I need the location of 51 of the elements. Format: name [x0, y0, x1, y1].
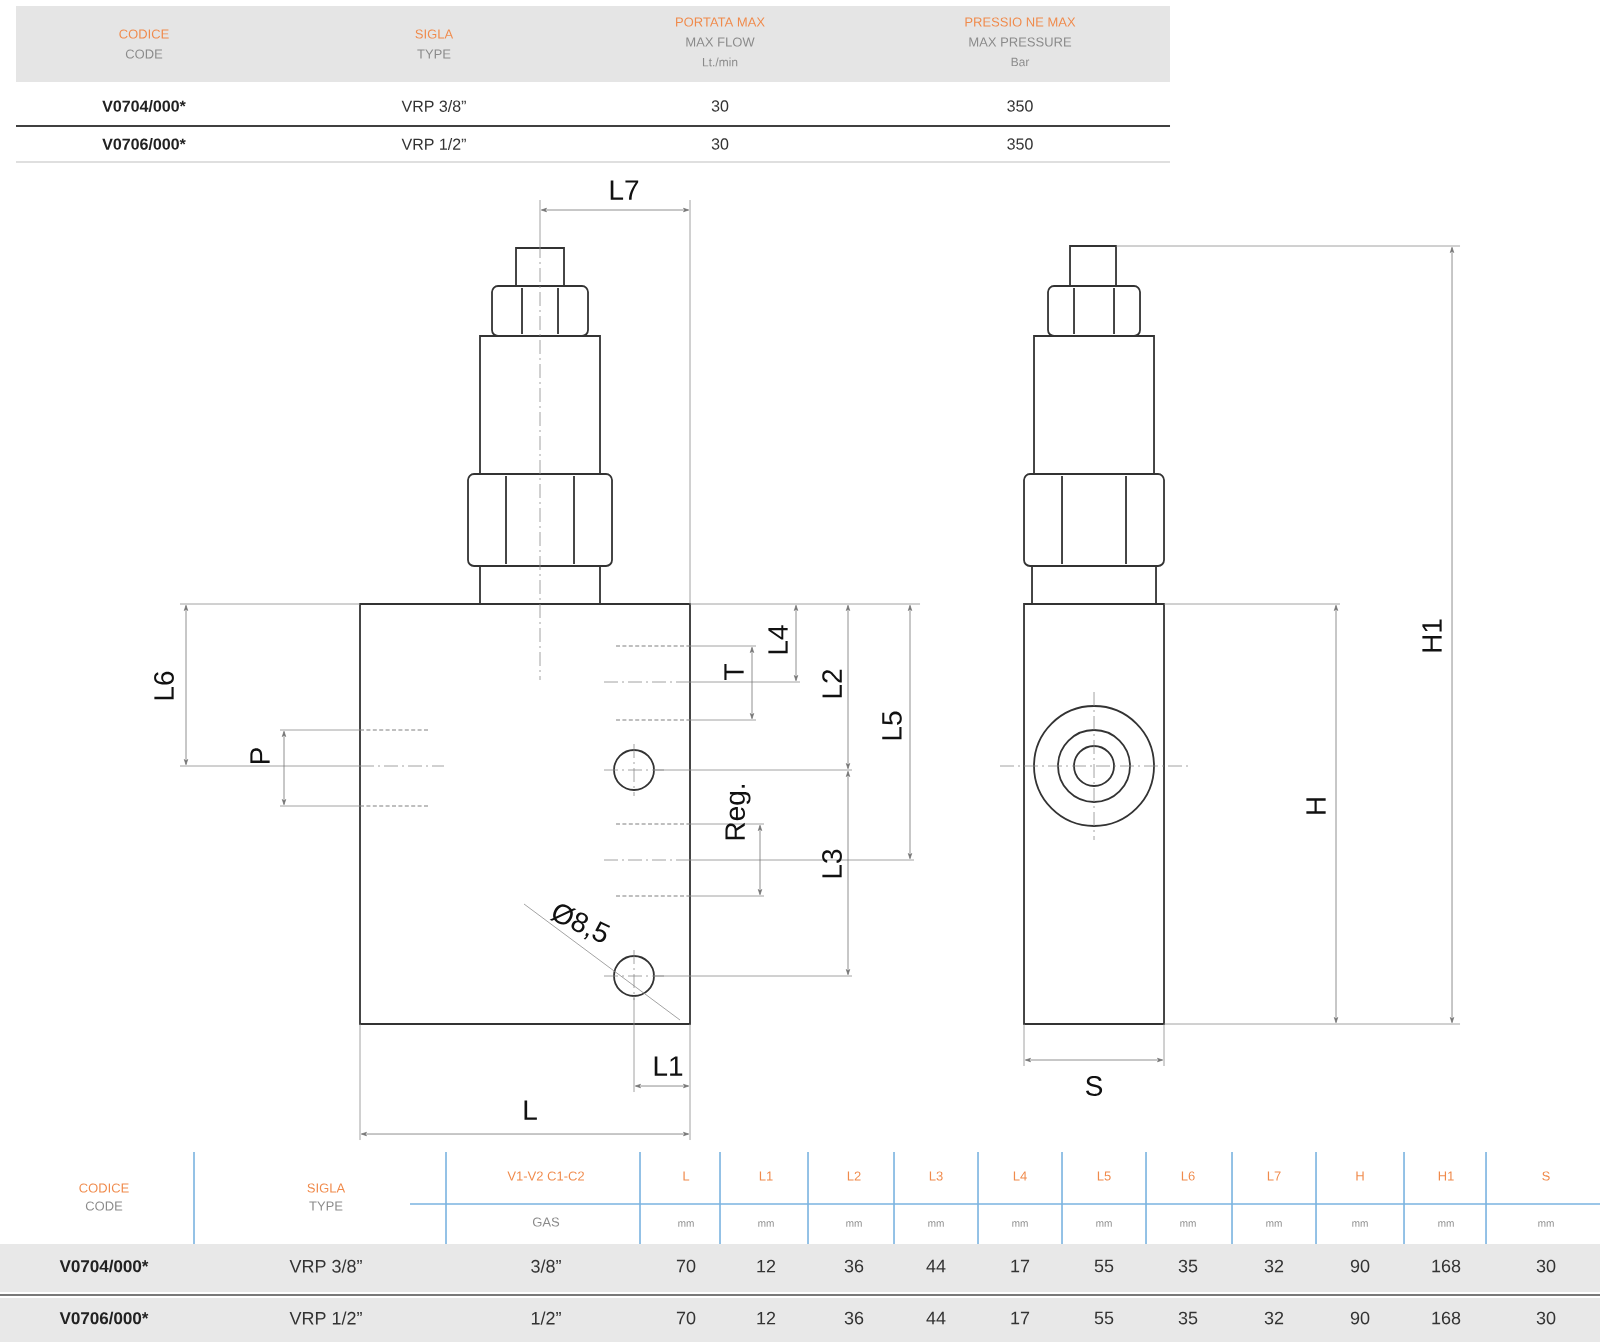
table-cell: 35	[1178, 1311, 1198, 1325]
table-cell: 1/2”	[531, 1311, 561, 1325]
table-cell: 17	[1011, 1311, 1030, 1325]
dimension-label: L1	[654, 1056, 683, 1076]
code-cell: V0706/000*	[102, 138, 186, 150]
code-cell: V0704/000*	[59, 1259, 149, 1273]
table-cell: 12	[757, 1311, 776, 1325]
table-cell: 36	[844, 1259, 864, 1273]
table-cell: VRP 1/2”	[401, 138, 466, 150]
table-cell: 30	[1536, 1311, 1556, 1325]
dimension-label: H	[1306, 798, 1326, 814]
table-cell: 350	[1007, 138, 1033, 150]
table-cell: 55	[1094, 1311, 1114, 1325]
dimension-label: Ø8,5	[549, 904, 611, 942]
dimension-label: L2	[822, 669, 842, 698]
dimension-label: L7	[610, 180, 639, 200]
table-cell: VRP 3/8”	[401, 100, 466, 112]
table-cell: 350	[1007, 100, 1033, 112]
code-cell: V0704/000*	[102, 100, 186, 112]
table-cell: 70	[676, 1311, 696, 1325]
table-cell: 30	[1536, 1259, 1556, 1273]
table-cell: 44	[926, 1259, 946, 1273]
dimension-label: H1	[1422, 619, 1442, 652]
table-cell: 70	[676, 1259, 696, 1273]
table-cell: 30	[711, 138, 729, 150]
table-cell: 35	[1178, 1259, 1198, 1273]
table-cell: 36	[844, 1311, 864, 1325]
table-cell: 32	[1264, 1259, 1284, 1273]
table-cell: 90	[1350, 1259, 1370, 1273]
dimension-label: L6	[154, 671, 174, 700]
dimension-label: Reg.	[725, 785, 751, 840]
code-cell: V0706/000*	[59, 1311, 149, 1325]
dimension-label: T	[724, 664, 744, 680]
dimension-label: L4	[768, 625, 788, 654]
table-cell: 44	[926, 1311, 946, 1325]
dimension-label: L	[524, 1100, 537, 1120]
table-cell: VRP 1/2”	[289, 1311, 362, 1325]
table-cell: 90	[1350, 1311, 1370, 1325]
table-cell: 168	[1432, 1311, 1461, 1325]
dimension-label: S	[1085, 1076, 1103, 1096]
dimension-label: P	[250, 748, 270, 764]
table-cell: 168	[1432, 1259, 1461, 1273]
table-cell: 55	[1094, 1259, 1114, 1273]
table-cell: 3/8”	[531, 1259, 561, 1273]
table-cell: 12	[757, 1259, 776, 1273]
table-cell: 30	[711, 100, 729, 112]
dimension-label: L5	[882, 711, 902, 740]
table-cell: VRP 3/8”	[289, 1259, 362, 1273]
table-cell: 17	[1011, 1259, 1030, 1273]
dimension-label: L3	[822, 849, 842, 878]
table-cell: 32	[1264, 1311, 1284, 1325]
